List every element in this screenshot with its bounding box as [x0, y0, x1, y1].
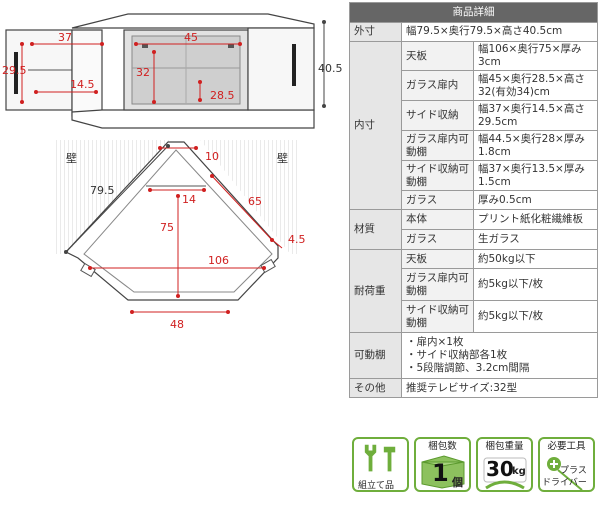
spec-inner-label: 内寸 [349, 40, 402, 211]
package-weight-title: 梱包重量 [485, 441, 524, 452]
dim-top-edge: 10 [205, 150, 219, 163]
glass-door-knob-right [228, 44, 234, 48]
required-tool-title: 必要工具 [547, 441, 586, 452]
spec-inner-row-label: サイド収納 [401, 100, 474, 132]
wall-label-left: 壁 [66, 152, 77, 165]
tools-icon [364, 444, 396, 472]
dim-front: 48 [170, 318, 184, 331]
required-tool-text-1: プラス [560, 466, 587, 476]
spec-material-row-label: ガラス [401, 229, 474, 251]
dim-side-height: 29.5 [2, 64, 27, 77]
package-weight-icon-box: 梱包重量 30 kg [476, 437, 533, 492]
spec-shelf-label: 可動棚 [349, 332, 402, 380]
spec-load-row-value: 約50kg以下 [473, 249, 598, 270]
spec-outer-label: 外寸 [349, 22, 402, 42]
spec-inner-row-label: ガラス扉内可動棚 [401, 130, 474, 162]
product-drawing: 37 45 32 29.5 14.5 28.5 40.5 壁 壁 10 79.5… [2, 13, 343, 331]
plan-dimension-dots [88, 146, 274, 314]
front-dimension-dots [20, 42, 242, 104]
dim-glass-depth: 28.5 [210, 89, 235, 102]
assembly-icon-box: 組立て品 [352, 437, 409, 492]
spec-load-row-label: サイド収納可動棚 [401, 300, 474, 334]
dim-total-height: 40.5 [318, 62, 343, 75]
spec-inner-row-label: ガラス [401, 190, 474, 211]
spec-material-row-value: プリント紙化粧繊維板 [473, 209, 598, 231]
wall-hatch-left [56, 140, 170, 254]
scale-icon [483, 457, 527, 490]
package-count-unit: 個 [452, 476, 463, 489]
package-weight-unit: kg [512, 466, 526, 477]
spec-inner-row-value: 厚み0.5cm [473, 190, 598, 211]
spec-inner-row-value: 幅106×奥行75×厚み3cm [473, 40, 598, 72]
spec-table: 商品詳細 外寸 幅79.5×奥行79.5×高さ40.5cm 内寸 天板 幅106… [349, 2, 598, 399]
front-dimension-lines [21, 22, 325, 106]
cabinet-base [71, 109, 315, 129]
left-open-door [71, 29, 103, 117]
required-tool-icon-box: 必要工具 プラス ドライバー [538, 437, 595, 492]
spec-other-value: 推奨テレビサイズ:32型 [401, 378, 598, 399]
spec-material-row-value: 生ガラス [473, 229, 598, 251]
right-handle [292, 44, 296, 86]
spec-material-label: 材質 [349, 209, 402, 251]
spec-inner-row-value: 幅45×奥行28.5×高さ32(有効34)cm [473, 70, 598, 102]
dim-glass-width: 45 [184, 31, 198, 44]
spec-load-row-label: ガラス扉内可動棚 [401, 268, 474, 302]
spec-load-row-label: 天板 [401, 249, 474, 270]
assembly-caption: 組立て品 [358, 481, 395, 491]
dim-inner-front: 14 [182, 193, 196, 206]
glass-door-knob-left [142, 44, 148, 48]
plan-foot-left [80, 262, 96, 278]
spec-load-label: 耐荷重 [349, 249, 402, 334]
box-icon [421, 455, 465, 489]
spec-inner-row-value: 幅44.5×奥行28×厚み1.8cm [473, 130, 598, 162]
spec-shelf-line: ・サイド収納部各1枚 [406, 349, 508, 362]
spec-other-label: その他 [349, 378, 402, 399]
cabinet-top-outline [71, 13, 315, 29]
dim-wall-side: 79.5 [90, 184, 115, 197]
spec-inner-row-label: 天板 [401, 40, 474, 72]
dim-side-width: 37 [58, 31, 72, 44]
spec-shelf-value: ・扉内×1枚 ・サイド収納部各1枚 ・5段階調節、3.2cm間隔 [401, 332, 598, 380]
spec-outer-value: 幅79.5×奥行79.5×高さ40.5cm [401, 22, 598, 42]
spec-load-row-value: 約5kg以下/枚 [473, 268, 598, 302]
package-count-icon-box: 梱包数 1 個 [414, 437, 471, 492]
screwdriver-icon [547, 457, 583, 490]
dim-diag: 65 [248, 195, 262, 208]
front-elevation-drawing [5, 13, 326, 314]
package-weight-value: 30 [486, 457, 514, 481]
spec-inner-row-label: サイド収納可動棚 [401, 160, 474, 192]
dim-width: 106 [208, 254, 229, 267]
plan-outline [65, 141, 279, 301]
wall-hatch-right [200, 140, 300, 254]
plan-inner-outline [83, 149, 273, 293]
spec-shelf-line: ・扉内×1枚 [406, 336, 464, 349]
package-count-title: 梱包数 [428, 441, 457, 452]
spec-inner-row-value: 幅37×奥行14.5×高さ29.5cm [473, 100, 598, 132]
wall-label-right: 壁 [277, 152, 288, 165]
dim-depth: 75 [160, 221, 174, 234]
plan-foot-right [260, 258, 276, 274]
left-handle [14, 52, 18, 94]
spec-inner-row-value: 幅37×奥行13.5×厚み1.5cm [473, 160, 598, 192]
spec-material-row-label: 本体 [401, 209, 474, 231]
dim-small-side: 4.5 [288, 233, 306, 246]
spec-shelf-line: ・5段階調節、3.2cm間隔 [406, 362, 530, 375]
dim-side-depth: 14.5 [70, 78, 95, 91]
right-cabinet [247, 27, 315, 111]
required-tool-text-2: ドライバー [542, 478, 587, 488]
dim-glass-height: 32 [136, 66, 150, 79]
spec-inner-row-label: ガラス扉内 [401, 70, 474, 102]
plan-dimension-lines [90, 147, 283, 313]
spec-header: 商品詳細 [349, 2, 598, 23]
package-count-value: 1 [432, 459, 449, 487]
spec-load-row-value: 約5kg以下/枚 [473, 300, 598, 334]
